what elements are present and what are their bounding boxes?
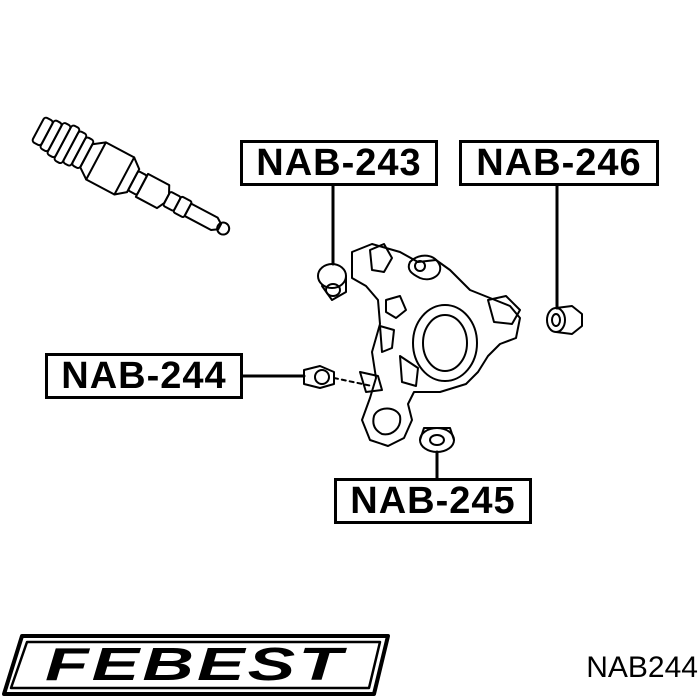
bushing-nab-244 xyxy=(303,365,335,389)
steering-knuckle xyxy=(351,243,521,447)
bushing-nab-246 xyxy=(546,305,583,335)
assembly-dash-line xyxy=(333,377,373,387)
drive-shaft xyxy=(31,116,231,236)
bushing-nab-245 xyxy=(419,427,455,453)
callout-nab-246: NAB-246 xyxy=(459,140,659,186)
callout-nab-244: NAB-244 xyxy=(45,353,243,399)
febest-logo: FEBEST xyxy=(2,634,390,696)
bushing-nab-243 xyxy=(317,263,347,301)
callout-nab-243: NAB-243 xyxy=(240,140,438,186)
febest-logo-text: FEBEST xyxy=(45,638,348,690)
part-number: NAB244 xyxy=(586,651,698,684)
callout-nab-245: NAB-245 xyxy=(334,478,532,524)
leader-lines xyxy=(241,184,559,480)
